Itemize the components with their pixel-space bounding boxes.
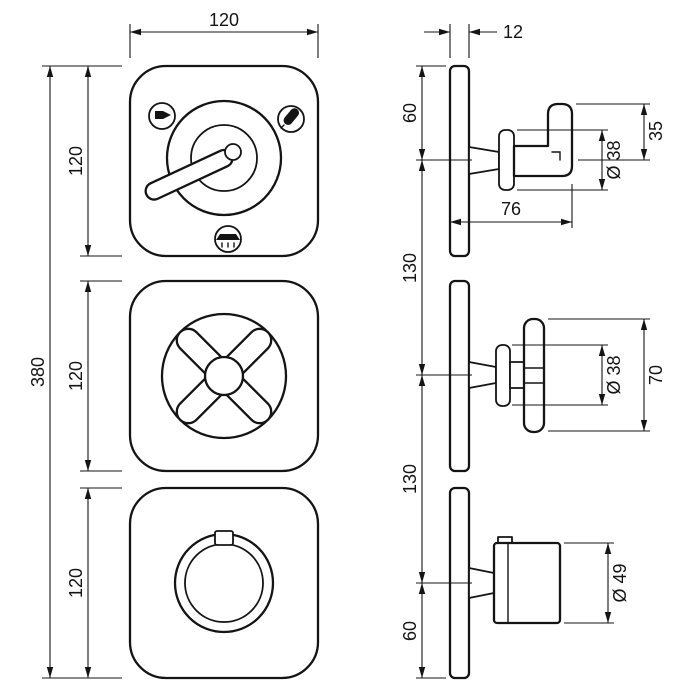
dim-label-knob-diameter: Ø 49: [610, 563, 630, 602]
side1-rosette: [498, 129, 515, 191]
front-view: [128, 64, 320, 680]
side1-stem-cone: [468, 146, 500, 175]
hand-shower-icon: [277, 105, 305, 133]
dim-label-spacing-upper: 130: [400, 253, 420, 283]
side3-stem-cone: [468, 567, 495, 599]
bath-spout-icon: [148, 102, 176, 130]
side1-lever-handle-profile: [512, 102, 574, 178]
dim-side-axis-chain: 60 130 130 60: [400, 65, 472, 679]
dim-label-projection: 76: [501, 199, 521, 219]
dim-plate-thickness: 12: [424, 22, 523, 58]
front-module-1: [128, 64, 320, 258]
dim-cross-span: 70: [548, 318, 666, 432]
dim-knob-diameter: Ø 49: [564, 542, 630, 624]
module2-cross-hub: [203, 355, 245, 397]
dim-front-width: 120: [129, 10, 319, 58]
dim-label-cross-span: 70: [646, 365, 666, 385]
side2-neck: [509, 361, 525, 389]
side2-rosette: [495, 344, 511, 407]
dim-module-heights: 120 120 120: [66, 66, 122, 678]
dim-label-spacing-lower: 130: [400, 464, 420, 494]
side-plate-2: [448, 279, 471, 473]
module3-knob-inner-ring: [184, 543, 264, 623]
dim-label-module2-height: 120: [66, 361, 86, 391]
front-module-3: [128, 486, 320, 680]
front-module-2: [128, 279, 320, 473]
module1-lever-pivot-cap: [224, 143, 242, 161]
dimension-annotations: 120 12 380 120 120 120: [28, 10, 666, 679]
side-module-1: [448, 64, 574, 258]
side-module-2: [448, 279, 546, 473]
dim-label-rosette-middle: Ø 38: [604, 355, 624, 394]
dim-label-top-offset: 60: [400, 103, 420, 123]
dim-label-front-width: 120: [209, 10, 239, 30]
dim-label-lever-rise: 35: [646, 121, 666, 141]
dim-label-plate-thickness: 12: [503, 22, 523, 42]
module3-index-tab: [214, 530, 234, 546]
dim-label-overall-height: 380: [28, 357, 48, 387]
side2-cross-handle-profile: [522, 317, 546, 434]
overhead-shower-icon: [214, 225, 242, 253]
side-plate-1: [448, 64, 471, 258]
side-view: [448, 64, 574, 680]
dim-label-module1-height: 120: [66, 146, 86, 176]
side3-knob-cylinder: [492, 541, 562, 625]
dim-label-module3-height: 120: [66, 568, 86, 598]
dim-overall-height: 380: [28, 65, 122, 679]
side1-handle-detail-line: [551, 151, 561, 161]
dim-label-bottom-offset: 60: [400, 621, 420, 641]
dim-lever-rise: 35: [576, 103, 666, 161]
side2-stem-cone: [468, 361, 497, 389]
dim-rosette-middle: Ø 38: [512, 344, 624, 406]
dim-projection: 76: [450, 184, 573, 228]
